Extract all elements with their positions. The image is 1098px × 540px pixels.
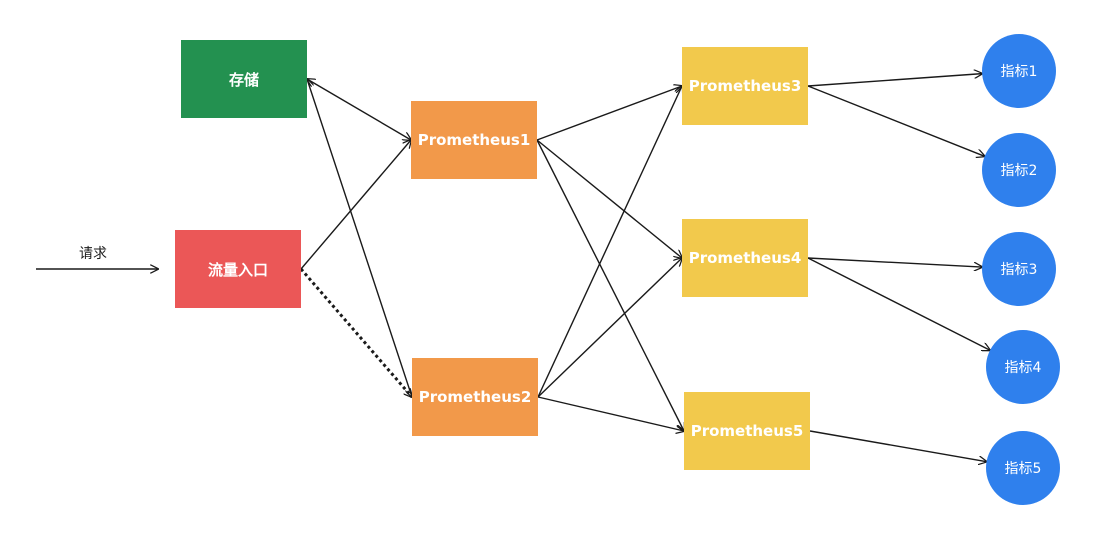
edge-p4-m3 (807, 257, 982, 267)
prometheus2-node-label: Prometheus2 (418, 388, 532, 406)
edge-p1-p4 (536, 139, 682, 258)
edge-p2-storage (307, 79, 412, 397)
prometheus1-node: Prometheus1 (411, 101, 537, 179)
metric2-node-label: 指标2 (1000, 163, 1038, 179)
prometheus4-node: Prometheus4 (682, 219, 808, 297)
storage-node-label: 存储 (228, 70, 259, 89)
edge-p2-p3 (537, 86, 682, 398)
metric1-node: 指标1 (982, 34, 1056, 108)
metric3-node-label: 指标3 (1000, 262, 1038, 278)
traffic-entry-node: 流量入口 (175, 230, 301, 308)
edge-p1-p5 (536, 139, 684, 431)
request-label: 请求 (79, 246, 107, 262)
storage-node: 存储 (181, 40, 307, 118)
prometheus3-node-label: Prometheus3 (688, 77, 802, 95)
prometheus5-node-label: Prometheus5 (690, 422, 804, 440)
prometheus4-node-label: Prometheus4 (688, 249, 802, 267)
edge-p1-storage (307, 79, 411, 140)
metric1-node-label: 指标1 (1000, 64, 1038, 80)
metric5-node-label: 指标5 (1004, 461, 1042, 477)
prometheus3-node: Prometheus3 (682, 47, 808, 125)
edge-entry-p2 (299, 268, 412, 397)
edge-p2-p5 (537, 396, 684, 431)
metric2-node: 指标2 (982, 133, 1056, 207)
edge-p4-m4 (807, 257, 990, 350)
edge-p3-m2 (807, 85, 985, 156)
metric5-node: 指标5 (986, 431, 1060, 505)
metric4-node: 指标4 (986, 330, 1060, 404)
edge-p5-m5 (809, 430, 987, 462)
edge-entry-p1 (300, 140, 411, 270)
edge-p3-m1 (807, 74, 982, 87)
edge-p2-p4 (537, 258, 682, 398)
metric3-node: 指标3 (982, 232, 1056, 306)
traffic-entry-node-label: 流量入口 (207, 260, 268, 279)
edge-p1-p3 (536, 86, 682, 141)
prometheus1-node-label: Prometheus1 (417, 131, 531, 149)
prometheus2-node: Prometheus2 (412, 358, 538, 436)
metric4-node-label: 指标4 (1004, 360, 1042, 376)
prometheus5-node: Prometheus5 (684, 392, 810, 470)
